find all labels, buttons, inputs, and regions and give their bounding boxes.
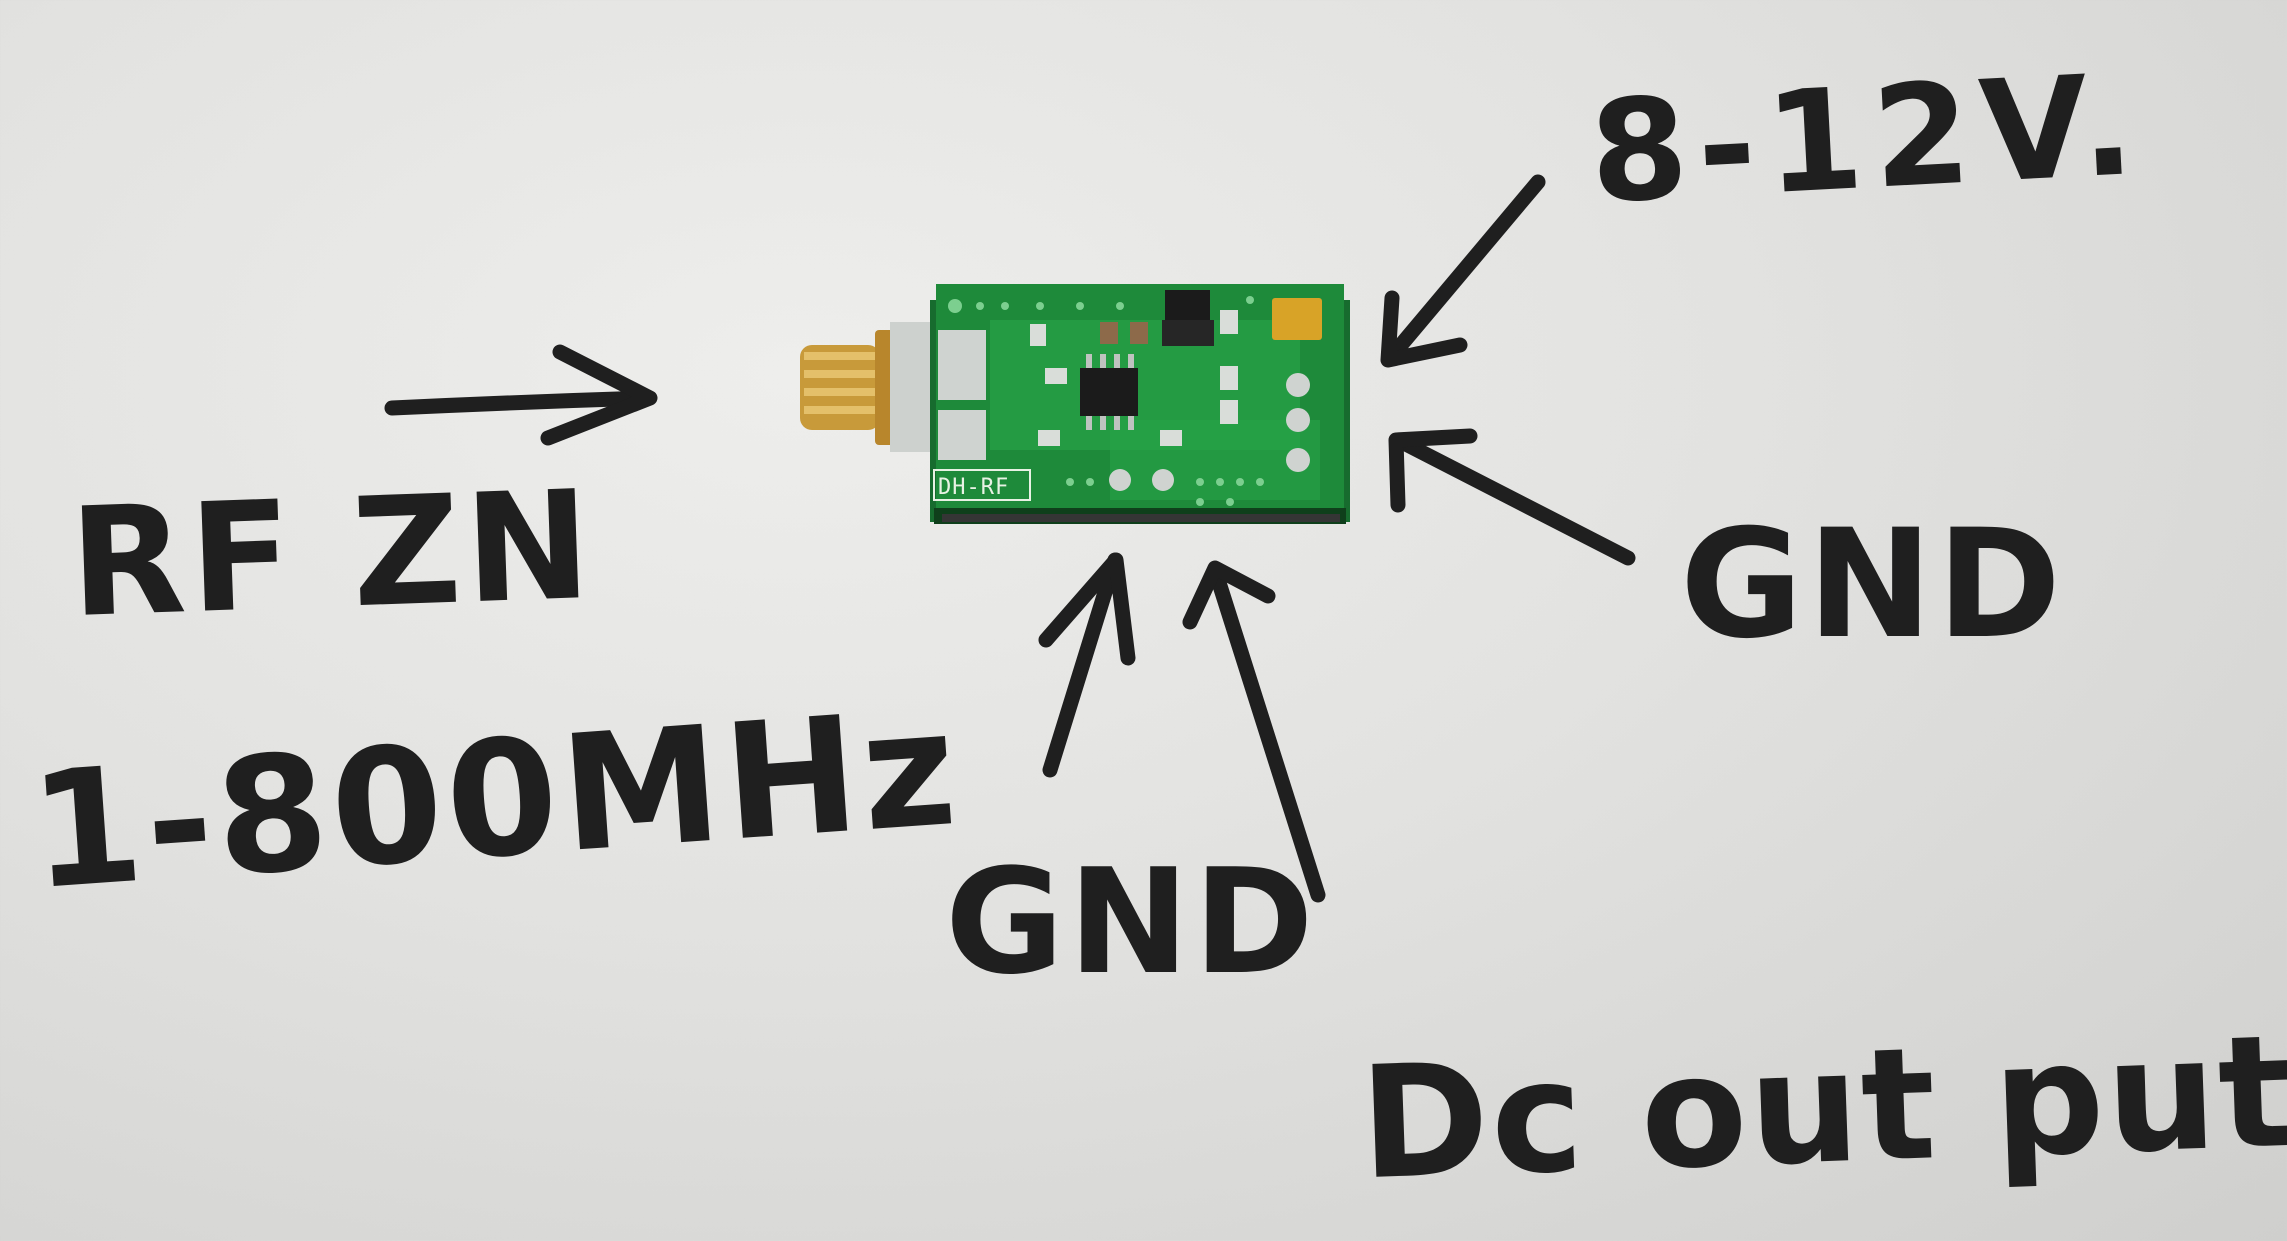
sma-connector	[800, 322, 930, 452]
rf-detector-board: DH-RF	[790, 270, 1370, 540]
arrow-to-vcc-pin-icon	[1380, 174, 1546, 368]
rf-input-label: RF ZN	[67, 458, 598, 652]
pcb-silkscreen-label: DH-RF	[938, 475, 1010, 500]
arrow-to-gnd-right-icon	[1388, 428, 1636, 566]
gnd-right-label: GND	[1680, 498, 2066, 672]
arrow-to-gnd-bottom-icon	[1038, 552, 1136, 778]
arrow-to-rf-input-icon	[384, 344, 658, 446]
supply-voltage-label: 8-12V.	[1586, 43, 2148, 236]
detector-chip	[1080, 354, 1138, 430]
arrow-to-dc-output-icon	[1182, 560, 1326, 903]
dc-output-label: Dc out put	[1357, 1000, 2287, 1215]
gnd-bottom-label: GND	[945, 838, 1318, 1007]
pcb-drawing	[800, 284, 1350, 524]
